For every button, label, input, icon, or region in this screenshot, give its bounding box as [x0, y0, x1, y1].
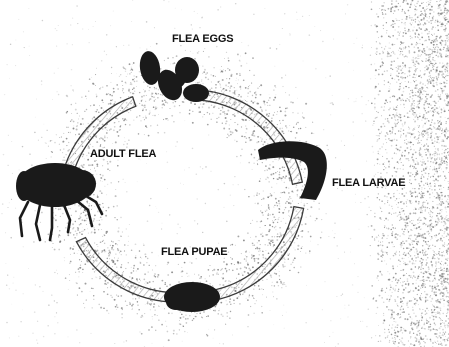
flea-pupa-illustration	[164, 282, 220, 312]
ring-segment-adult-to-eggs	[64, 97, 136, 173]
label-flea-pupae: FLEA PUPAE	[161, 246, 227, 258]
label-flea-eggs: FLEA EGGS	[172, 33, 233, 45]
label-flea-larvae: FLEA LARVAE	[332, 177, 405, 189]
ring-segment-pupae-to-adult	[76, 238, 168, 302]
adult-flea-illustration	[16, 163, 102, 240]
label-adult-flea: ADULT FLEA	[90, 148, 156, 160]
cycle-ring	[64, 90, 304, 301]
ring-segment-eggs-to-larvae	[202, 90, 302, 184]
